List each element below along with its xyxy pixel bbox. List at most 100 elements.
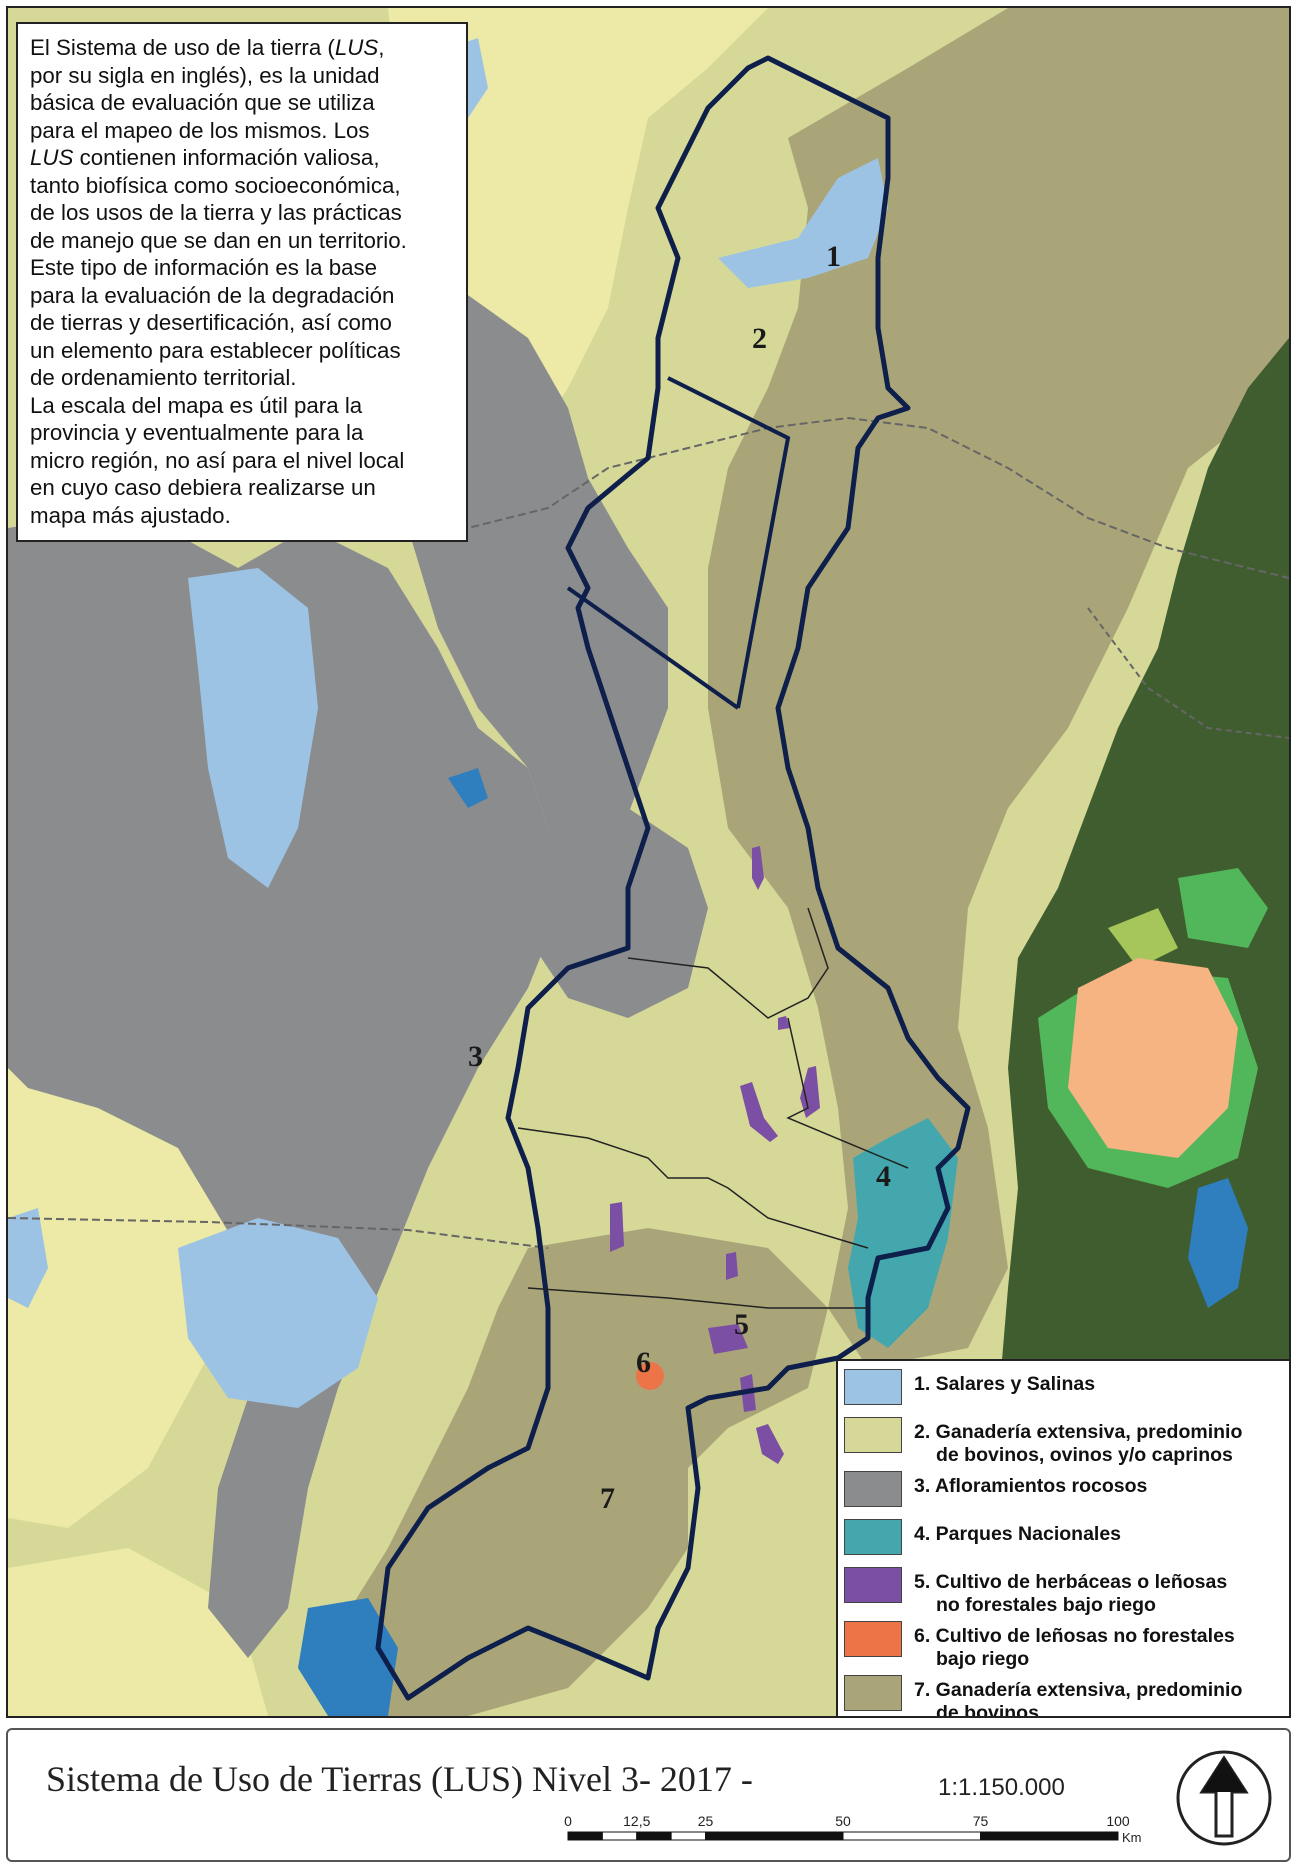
info-text-fragment: de tierras y desertificación, así como <box>30 310 392 335</box>
scale-bar-tick-label: 50 <box>835 1813 851 1829</box>
info-text-fragment: tanto biofísica como socioeconómica, <box>30 172 401 198</box>
swatch-salares <box>844 1369 902 1405</box>
map-label-1: 1 <box>826 240 841 273</box>
scale-bar-segment <box>601 1831 638 1841</box>
scale-bar-tick-label: 25 <box>698 1813 714 1829</box>
zone-herbaceas-1 <box>752 846 764 890</box>
legend-label-line: 2. Ganadería extensiva, predominio <box>914 1421 1243 1443</box>
info-text-line: mapa más ajustado. <box>30 502 456 530</box>
scale-bar-segment <box>670 1831 706 1841</box>
info-text-fragment: provincia y eventualmente para la <box>30 420 364 445</box>
study-area-outline[interactable] <box>375 55 971 1701</box>
zone-herbaceas-5 <box>726 1252 738 1280</box>
zone-pastizal-1 <box>1108 908 1178 968</box>
division-5 <box>517 1127 869 1249</box>
legend-label-line: no forestales bajo riego <box>936 1594 1156 1616</box>
zone-herbaceas-2 <box>740 1082 778 1142</box>
info-text-box: El Sistema de uso de la tierra (LUS,por … <box>16 22 468 542</box>
zone-herbaceas-8 <box>756 1424 784 1464</box>
legend-item: 1. Salares y Salinas <box>844 1369 1289 1417</box>
zone-ganaderia-bovinos-south <box>338 1228 828 1716</box>
info-text-line: de tierras y desertificación, así como <box>30 309 456 337</box>
legend-label-line: 7. Ganadería extensiva, predominio <box>914 1679 1243 1701</box>
scale-bar-segment <box>705 1831 844 1841</box>
scale-bar-tick-label: 75 <box>973 1813 989 1829</box>
zone-ganaderia-bovinos-east <box>708 8 1289 1368</box>
info-text-line: LUS contienen información valiosa, <box>30 144 456 172</box>
zone-agua-1 <box>448 768 488 808</box>
zone-verde-claro-2 <box>1178 868 1268 948</box>
map-frame[interactable]: 1 2 3 4 5 6 7 El Sistema de uso de la ti… <box>6 6 1291 1718</box>
info-text-line: un elemento para establecer políticas <box>30 337 456 365</box>
info-text-fragment: de ordenamiento territorial. <box>30 365 297 390</box>
info-text-line: El Sistema de uso de la tierra (LUS, <box>30 34 456 62</box>
info-text-line: por su sigla en inglés), es la unidad <box>30 62 456 90</box>
info-text-fragment: en cuyo caso debiera realizarse un <box>30 475 376 500</box>
info-text-italic: LUS <box>334 35 379 60</box>
info-text-fragment: El Sistema de uso de la tierra ( <box>30 35 335 60</box>
north-arrow-icon <box>1176 1750 1272 1846</box>
info-text-fragment: mapa más ajustado. <box>30 502 231 528</box>
boundary-line-east <box>1087 607 1289 739</box>
division-6 <box>527 1287 868 1309</box>
division-1 <box>667 376 791 709</box>
zone-herbaceas-6 <box>708 1324 748 1354</box>
info-text-fragment: para la evaluación de la degradación <box>30 282 395 308</box>
scale-bar-tick-label: 100 <box>1106 1813 1130 1829</box>
scale-bar-tick-label: 0 <box>564 1813 572 1829</box>
swatch-ganaderia-bovinos <box>844 1675 902 1711</box>
zone-herbaceas-4 <box>610 1202 624 1252</box>
zone-herbaceas-3 <box>800 1066 820 1118</box>
scale-bar-unit: Km <box>1122 1830 1142 1845</box>
info-text-fragment: micro región, no así para el nivel local <box>30 447 405 473</box>
zone-lenosas <box>636 1362 664 1390</box>
division-4 <box>786 1017 909 1169</box>
swatch-ganaderia-mixta <box>844 1417 902 1453</box>
map-title: Sistema de Uso de Tierras (LUS) Nivel 3-… <box>46 1759 753 1799</box>
info-text-italic: LUS <box>30 145 74 170</box>
info-text-fragment: Este tipo de información es la base <box>30 255 378 280</box>
info-text-fragment: un elemento para establecer políticas <box>30 337 401 363</box>
division-3 <box>627 907 829 1019</box>
scale-bar-segment <box>842 1831 981 1841</box>
map-label-5: 5 <box>734 1308 749 1341</box>
info-text-fragment: de manejo que se dan en un territorio. <box>30 227 407 253</box>
swatch-lenosas <box>844 1621 902 1657</box>
zone-agua-2 <box>298 1598 398 1716</box>
scale-bar-segment <box>980 1831 1119 1841</box>
info-text-line: de ordenamiento territorial. <box>30 364 456 392</box>
map-label-2: 2 <box>752 322 767 355</box>
zone-ganaderia-light-sw <box>8 1548 268 1716</box>
legend-label-line: 3. Afloramientos rocosos <box>914 1475 1148 1497</box>
map-label-3: 3 <box>468 1040 483 1073</box>
legend-label-line: bajo riego <box>936 1648 1030 1670</box>
legend-label: 1. Salares y Salinas <box>914 1369 1095 1396</box>
zone-salares-far-west <box>8 1208 48 1308</box>
legend-label-line: 5. Cultivo de herbáceas o leñosas <box>914 1571 1228 1593</box>
info-text-fragment: La escala del mapa es útil para la <box>30 392 363 418</box>
info-text-fragment: , <box>378 35 385 60</box>
legend-label-line: de bovinos, ovinos y/o caprinos <box>936 1444 1233 1466</box>
scale-bar-segment <box>636 1831 672 1841</box>
info-text-fragment: básica de evaluación que se utiliza <box>30 90 375 115</box>
swatch-herbaceas <box>844 1567 902 1603</box>
legend-item: 3. Afloramientos rocosos <box>844 1471 1289 1519</box>
info-text-line: Este tipo de información es la base <box>30 254 456 282</box>
zone-afloramientos-west <box>8 508 568 1658</box>
legend-label-line: 4. Parques Nacionales <box>914 1523 1122 1545</box>
scale-bar-tick-label: 12,5 <box>623 1813 650 1829</box>
info-text-line: micro región, no así para el nivel local <box>30 447 456 475</box>
info-text-line: para el mapeo de los mismos. Los <box>30 117 456 145</box>
legend-label-line: 1. Salares y Salinas <box>914 1373 1096 1395</box>
zone-salares-north <box>718 158 888 288</box>
zone-herbaceas-9 <box>778 1016 790 1030</box>
info-text-line: básica de evaluación que se utiliza <box>30 89 456 117</box>
